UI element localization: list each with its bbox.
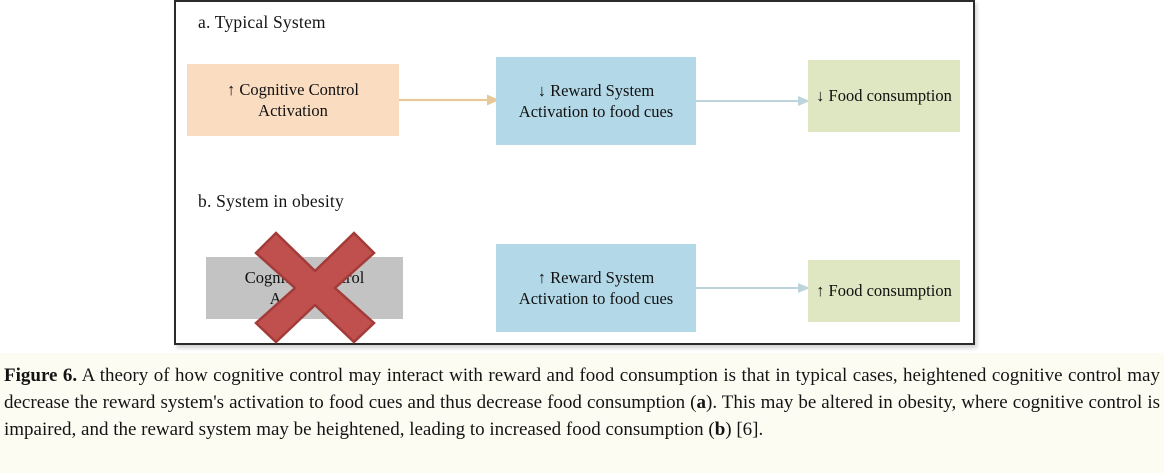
panel-label-b: b. System in obesity	[198, 191, 344, 211]
figure-number: Figure 6.	[4, 365, 78, 386]
red-x-icon	[254, 231, 376, 344]
box-food-consumption-typical-label: ↓ Food consumption	[816, 86, 952, 106]
caption-part-1: A theory of how cognitive control may in…	[4, 365, 1160, 413]
box-food-consumption-obesity: ↑ Food consumption	[808, 260, 960, 322]
caption-part-3: ) [6].	[725, 418, 764, 440]
figure-caption: Figure 6. A theory of how cognitive cont…	[0, 353, 1164, 473]
box-reward-system-obesity: ↑ Reward System Activation to food cues	[496, 244, 696, 332]
panel-label-a: a. Typical System	[198, 12, 326, 32]
caption-marker-b: b	[714, 418, 726, 440]
caption-marker-a: a	[696, 391, 707, 413]
arrow-obesity-reward-to-food	[696, 281, 810, 295]
box-cognitive-control-typical: ↑ Cognitive Control Activation	[187, 64, 399, 136]
arrow-typical-reward-to-food	[696, 94, 810, 108]
box-food-consumption-typical: ↓ Food consumption	[808, 60, 960, 132]
figure-panel: a. Typical System b. System in obesity ↑…	[174, 0, 975, 345]
box-reward-system-typical: ↓ Reward System Activation to food cues	[496, 57, 696, 145]
box-reward-system-obesity-label: ↑ Reward System Activation to food cues	[518, 267, 674, 308]
box-cognitive-control-typical-label: ↑ Cognitive Control Activation	[227, 79, 359, 120]
figure-caption-text: Figure 6. A theory of how cognitive cont…	[4, 363, 1160, 444]
arrow-typical-cc-to-reward	[399, 93, 499, 107]
box-reward-system-typical-label: ↓ Reward System Activation to food cues	[518, 80, 674, 121]
caption-part-2: ). This may be altered in obesity, where…	[4, 391, 1160, 440]
box-food-consumption-obesity-label: ↑ Food consumption	[816, 281, 952, 301]
